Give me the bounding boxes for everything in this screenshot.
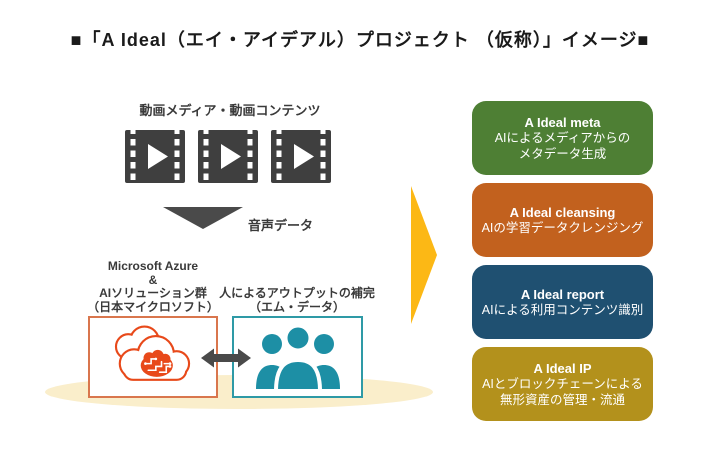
- exchange-arrow-icon: [201, 347, 251, 369]
- product-card-title: A Ideal IP: [533, 361, 592, 376]
- people-group-icon: [248, 323, 348, 393]
- human-box: [232, 316, 363, 398]
- product-card-meta: A Ideal meta AIによるメディアからの メタデータ生成: [472, 101, 653, 175]
- azure-box: [88, 316, 218, 398]
- audio-data-label: 音声データ: [248, 218, 314, 233]
- film-strip-row: [125, 130, 331, 183]
- product-card-title: A Ideal meta: [524, 115, 601, 130]
- cloud-brain-icon: [99, 322, 207, 392]
- film-strip-icon: [198, 130, 258, 183]
- human-label-line: （エム・データ）: [248, 299, 345, 314]
- film-strip-icon: [125, 130, 185, 183]
- azure-label: Microsoft Azure & AIソリューション群 （日本マイクロソフト）: [68, 259, 238, 314]
- product-card-desc: AIによる利用コンテンツ識別: [481, 302, 644, 317]
- film-strip-icon: [271, 130, 331, 183]
- human-label: 人によるアウトプットの補完 （エム・データ）: [212, 286, 382, 314]
- azure-label-line: &: [148, 272, 158, 287]
- product-card-desc: メタデータ生成: [518, 146, 607, 161]
- azure-label-line: Microsoft Azure: [107, 259, 199, 273]
- down-arrow-icon: [163, 207, 243, 229]
- product-card-desc: 無形資産の管理・流通: [499, 392, 625, 407]
- product-card-title: A Ideal cleansing: [509, 204, 616, 220]
- product-card-cleansing: A Ideal cleansing AIの学習データクレンジング: [472, 183, 653, 257]
- page-title: ■「A Ideal（エイ・アイデアル）プロジェクト （仮称）」イメージ■: [70, 30, 650, 50]
- product-card-desc: AIの学習データクレンジング: [481, 220, 644, 235]
- azure-label-line: （日本マイクロソフト）: [87, 299, 219, 314]
- product-card-ip: A Ideal IP AIとブロックチェーンによる 無形資産の管理・流通: [472, 347, 653, 421]
- flow-arrow-icon: [411, 186, 437, 324]
- media-sources-label: 動画メディア・動画コンテンツ: [139, 103, 321, 118]
- product-card-report: A Ideal report AIによる利用コンテンツ識別: [472, 265, 653, 339]
- product-card-title: A Ideal report: [520, 286, 605, 302]
- product-card-desc: AIとブロックチェーンによる: [482, 377, 643, 391]
- human-label-line: 人によるアウトプットの補完: [219, 286, 375, 300]
- azure-label-line: AIソリューション群: [99, 286, 207, 300]
- product-card-desc: AIによるメディアからの: [494, 131, 631, 145]
